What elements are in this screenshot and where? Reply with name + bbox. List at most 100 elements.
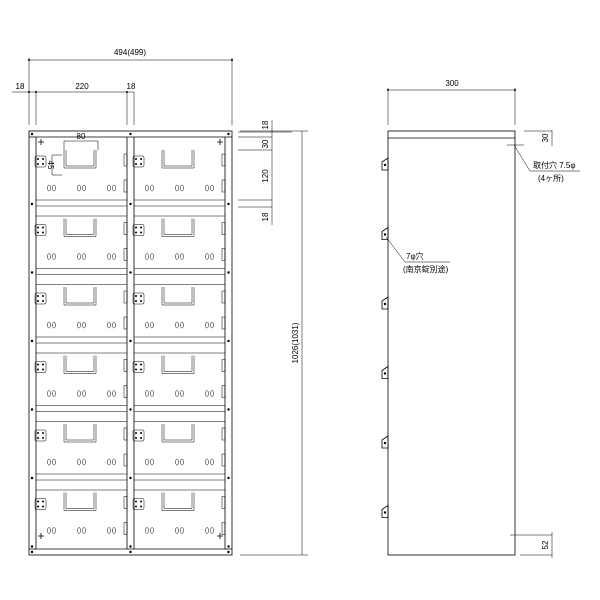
hinge-pin: [140, 437, 142, 439]
vent-hole-icon: [175, 253, 179, 260]
vent-hole-icon: [205, 527, 209, 534]
hinge-strap: [123, 179, 128, 193]
locker-door[interactable]: [34, 424, 128, 491]
right-dim-2: 30: [261, 139, 270, 148]
handle-icon: [63, 492, 97, 511]
locker-door[interactable]: [132, 218, 226, 285]
hinge-pin: [135, 300, 137, 302]
vent-hole-icon: [47, 321, 51, 329]
hinge-strap: [221, 453, 226, 467]
right-dim-1: 18: [261, 120, 270, 129]
hinge-strap: [221, 522, 226, 535]
hinge-pin: [135, 432, 137, 434]
mount-hole-note: 取付穴 7.5φ: [533, 160, 576, 170]
top-dim-label: 30: [541, 133, 550, 142]
front-right-dimensions: 18 30 120 18: [238, 120, 292, 225]
locker-door[interactable]: [132, 355, 226, 422]
vent-hole-icon: [145, 458, 149, 466]
rivet-dot: [129, 132, 132, 136]
compartment-width-label: 220: [75, 82, 89, 91]
vent-hole-icon: [47, 253, 51, 260]
vent-hole-icon: [77, 458, 81, 466]
locker-door[interactable]: [34, 355, 128, 422]
handle-icon: [161, 287, 195, 306]
vent-hole-icon: [210, 390, 214, 397]
hinge-strap: [221, 359, 226, 372]
locker-door[interactable]: [132, 287, 226, 354]
hinge-pin: [37, 295, 39, 297]
hinge-strap: [123, 153, 128, 167]
hinge-pin: [140, 505, 142, 508]
hinge-pin: [135, 163, 137, 165]
vent-hole-icon: [210, 321, 214, 329]
vent-hole-icon: [47, 390, 51, 397]
hinge-icon: [132, 498, 145, 510]
rivet-dot: [30, 550, 34, 554]
vent-hole-icon: [210, 527, 214, 534]
handle-icon: [63, 355, 97, 374]
lock-hole-icon: [383, 511, 387, 514]
locker-door[interactable]: [34, 218, 128, 285]
hinge-strap: [123, 316, 128, 330]
locker-door[interactable]: [34, 150, 128, 217]
mount-hole-icon: [217, 533, 223, 539]
hinge-pin: [140, 500, 142, 503]
hinge-pin: [42, 226, 44, 229]
handle-icon: [161, 424, 195, 443]
lock-hole-icon: [383, 233, 387, 236]
handle-icon: [63, 287, 97, 306]
vent-hole-icon: [205, 321, 209, 329]
locker-door[interactable]: [132, 150, 226, 217]
hinge-icon: [34, 224, 47, 236]
vent-hole-icon: [52, 527, 56, 534]
vent-hole-icon: [175, 527, 179, 534]
hinge-strap: [123, 496, 128, 509]
vent-hole-icon: [107, 390, 111, 397]
lock-hole-icon: [383, 163, 387, 167]
bottom-dim-label: 52: [541, 540, 550, 549]
handle-width-label: 80: [77, 132, 86, 141]
vent-hole-icon: [180, 321, 184, 329]
locker-door[interactable]: [132, 424, 226, 491]
hinge-pin: [135, 437, 137, 439]
rivet-dot: [129, 408, 132, 411]
rivet-dot: [227, 408, 230, 411]
rivet-dot: [227, 550, 230, 554]
hinge-strap: [123, 359, 128, 372]
rivet-dot: [129, 476, 132, 480]
vent-hole-icon: [150, 321, 154, 329]
handle-icon: [161, 150, 195, 169]
hinge-pin: [135, 505, 137, 508]
hinge-pin: [37, 163, 39, 165]
front-sub-dimensions: 18 220 18: [12, 82, 136, 125]
locker-door[interactable]: [34, 492, 128, 535]
vent-hole-icon: [180, 253, 184, 260]
vent-hole-icon: [150, 458, 154, 466]
hinge-pin: [42, 432, 44, 434]
hinge-pin: [42, 437, 44, 439]
hinge-strap: [221, 248, 226, 261]
hinge-pin: [140, 231, 142, 234]
mount-hole-icon: [38, 139, 44, 145]
vent-hole-icon: [180, 458, 184, 466]
vent-hole-icon: [112, 184, 116, 192]
lock-hole-icon: [383, 302, 387, 306]
hinge-icon: [34, 361, 47, 373]
rivet-dot: [30, 408, 34, 411]
hinge-icon: [132, 292, 145, 305]
vent-hole-icon: [112, 390, 116, 397]
locker-door[interactable]: [132, 492, 226, 535]
locker-front-view: [28, 130, 233, 556]
hinge-pin: [140, 295, 142, 297]
hinge-strap: [123, 522, 128, 535]
hinge-pin: [42, 363, 44, 366]
vent-hole-icon: [52, 458, 56, 466]
lock-hole-note: 7φ穴: [406, 251, 424, 261]
hinge-pin: [37, 300, 39, 302]
vent-hole-icon: [107, 253, 111, 260]
lock-hole-icon: [383, 441, 387, 445]
vent-hole-icon: [52, 184, 56, 192]
hinge-pin: [37, 231, 39, 234]
locker-door[interactable]: [34, 287, 128, 354]
